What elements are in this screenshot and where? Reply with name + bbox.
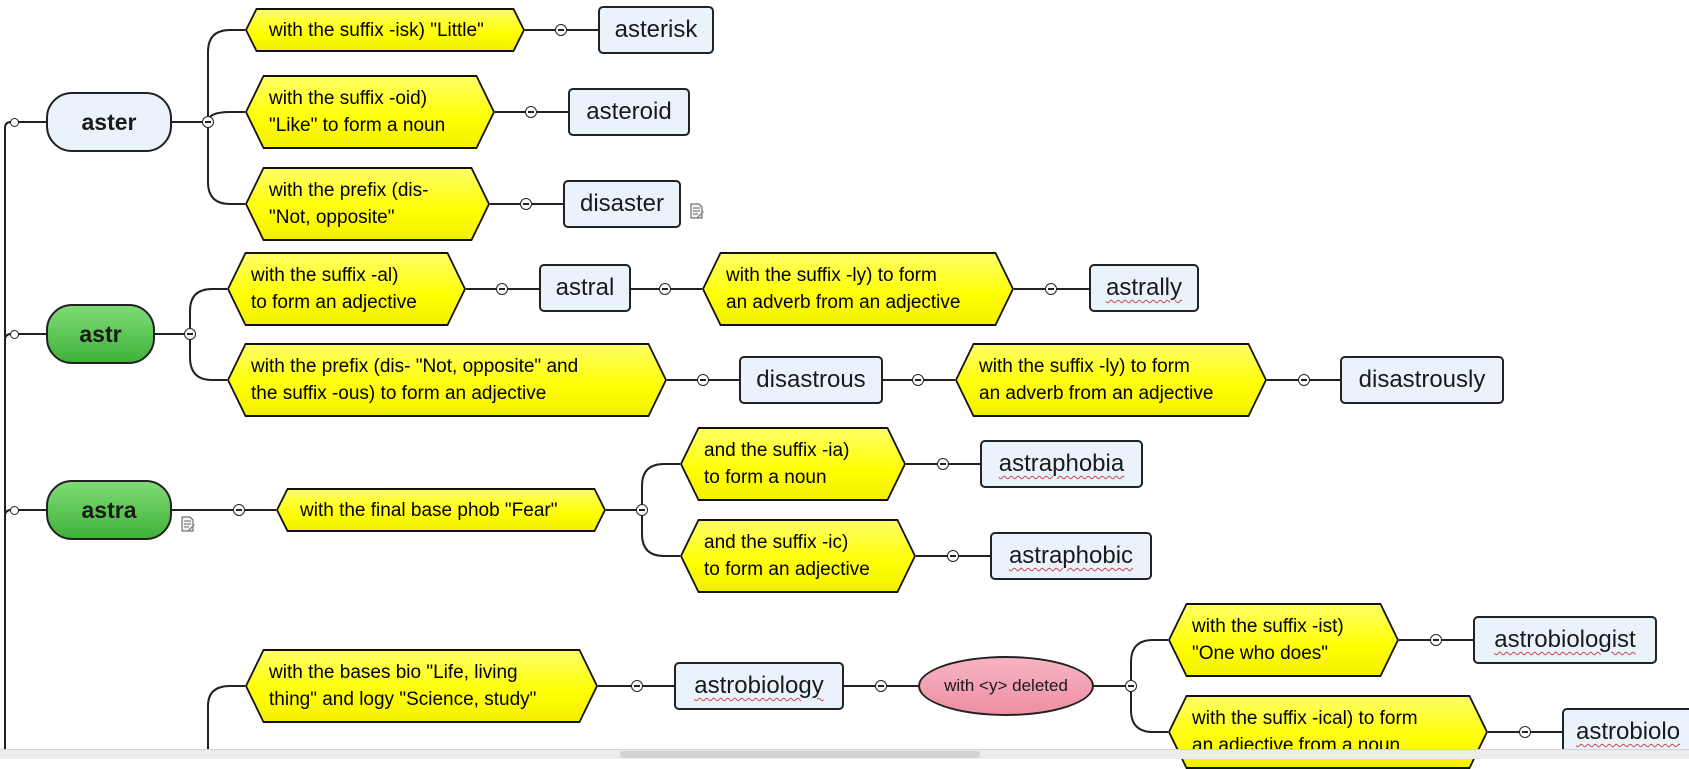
operation-label: with <y> deleted xyxy=(944,676,1068,695)
word-label: astraphobia xyxy=(998,450,1125,477)
branch-base-phob[interactable]: with the final base phob "Fear" xyxy=(276,488,606,532)
word-label: astraphobic xyxy=(1008,542,1134,569)
word-asterisk[interactable]: asterisk xyxy=(598,6,714,54)
word-label: astrally xyxy=(1105,274,1183,301)
word-label: astral xyxy=(555,274,615,301)
collapse-toggle-icon[interactable] xyxy=(520,198,532,210)
word-label: astrobiology xyxy=(694,672,824,699)
collapse-toggle-icon[interactable] xyxy=(496,283,508,295)
branch-label: with the suffix -ly) to form an adverb f… xyxy=(726,265,961,313)
connector-dot-icon xyxy=(10,118,19,127)
root-label: aster xyxy=(81,108,137,135)
branch-suffix-ia[interactable]: and the suffix -ia) to form a noun xyxy=(680,427,906,501)
branch-label: and the suffix -ia) to form a noun xyxy=(704,440,850,488)
word-astrobiology[interactable]: astrobiology xyxy=(674,662,844,710)
note-icon[interactable] xyxy=(180,516,196,532)
word-disastrously[interactable]: disastrously xyxy=(1340,356,1504,404)
collapse-toggle-icon[interactable] xyxy=(1125,680,1137,692)
word-label: asterisk xyxy=(614,16,698,43)
branch-suffix-ly-disastrously[interactable]: with the suffix -ly) to form an adverb f… xyxy=(955,343,1267,417)
connector-dot-icon xyxy=(10,330,19,339)
collapse-toggle-icon[interactable] xyxy=(202,116,214,128)
branch-label: with the suffix -al) to form an adjectiv… xyxy=(251,265,417,313)
branch-label: with the suffix -oid) "Like" to form a n… xyxy=(269,88,446,136)
collapse-toggle-icon[interactable] xyxy=(937,458,949,470)
branch-label: with the prefix (dis- "Not, opposite" an… xyxy=(251,356,579,404)
collapse-toggle-icon[interactable] xyxy=(631,680,643,692)
collapse-toggle-icon[interactable] xyxy=(233,504,245,516)
collapse-toggle-icon[interactable] xyxy=(1519,726,1531,738)
collapse-toggle-icon[interactable] xyxy=(1298,374,1310,386)
branch-label: with the final base phob "Fear" xyxy=(300,499,558,521)
root-label: astr xyxy=(79,320,122,347)
collapse-toggle-icon[interactable] xyxy=(184,328,196,340)
word-astral[interactable]: astral xyxy=(539,264,631,312)
branch-label: with the suffix -ical) to form an adject… xyxy=(1192,708,1418,756)
operation-y-deleted[interactable]: with <y> deleted xyxy=(918,656,1094,716)
word-disaster[interactable]: disaster xyxy=(563,180,681,228)
collapse-toggle-icon[interactable] xyxy=(912,374,924,386)
word-label: astrobiolo xyxy=(1576,718,1681,745)
word-label: disastrous xyxy=(756,366,866,393)
branch-bases-bio-logy[interactable]: with the bases bio "Life, living thing" … xyxy=(245,649,598,723)
branch-suffix-al[interactable]: with the suffix -al) to form an adjectiv… xyxy=(227,252,466,326)
word-astrobiologist[interactable]: astrobiologist xyxy=(1473,616,1657,664)
scrollbar-thumb[interactable] xyxy=(620,751,980,758)
word-astrally[interactable]: astrally xyxy=(1089,264,1199,312)
branch-suffix-ic[interactable]: and the suffix -ic) to form an adjective xyxy=(680,519,916,593)
branch-suffix-oid[interactable]: with the suffix -oid) "Like" to form a n… xyxy=(245,75,495,149)
word-disastrous[interactable]: disastrous xyxy=(739,356,883,404)
word-astraphobic[interactable]: astraphobic xyxy=(990,532,1152,580)
branch-label: with the suffix -ly) to form an adverb f… xyxy=(979,356,1214,404)
branch-prefix-dis-suffix-ous[interactable]: with the prefix (dis- "Not, opposite" an… xyxy=(227,343,667,417)
branch-prefix-dis[interactable]: with the prefix (dis- "Not, opposite" xyxy=(245,167,490,241)
note-icon[interactable] xyxy=(689,203,705,219)
collapse-toggle-icon[interactable] xyxy=(636,504,648,516)
word-label: asteroid xyxy=(586,98,672,125)
branch-suffix-ist[interactable]: with the suffix -ist) "One who does" xyxy=(1168,603,1399,677)
root-node-astr[interactable]: astr xyxy=(46,304,155,364)
collapse-toggle-icon[interactable] xyxy=(659,283,671,295)
branch-label: with the suffix -isk) "Little" xyxy=(269,19,484,41)
word-label: disaster xyxy=(579,190,665,217)
branch-suffix-ly-astrally[interactable]: with the suffix -ly) to form an adverb f… xyxy=(702,252,1014,326)
collapse-toggle-icon[interactable] xyxy=(875,680,887,692)
word-label: astrobiologist xyxy=(1494,626,1636,653)
collapse-toggle-icon[interactable] xyxy=(1430,634,1442,646)
collapse-toggle-icon[interactable] xyxy=(947,550,959,562)
branch-label: with the suffix -ist) "One who does" xyxy=(1192,616,1344,664)
word-astraphobia[interactable]: astraphobia xyxy=(980,440,1143,488)
horizontal-scrollbar[interactable] xyxy=(0,749,1689,759)
branch-label: with the bases bio "Life, living thing" … xyxy=(269,662,537,710)
branch-label: and the suffix -ic) to form an adjective xyxy=(704,532,870,580)
collapse-toggle-icon[interactable] xyxy=(525,106,537,118)
word-asteroid[interactable]: asteroid xyxy=(568,88,690,136)
word-label: disastrously xyxy=(1358,366,1486,393)
root-label: astra xyxy=(81,496,137,523)
connector-dot-icon xyxy=(10,506,19,515)
collapse-toggle-icon[interactable] xyxy=(1045,283,1057,295)
branch-label: with the prefix (dis- "Not, opposite" xyxy=(269,180,429,228)
collapse-toggle-icon[interactable] xyxy=(555,24,567,36)
branch-suffix-isk[interactable]: with the suffix -isk) "Little" xyxy=(245,8,525,52)
root-node-astra[interactable]: astra xyxy=(46,480,172,540)
collapse-toggle-icon[interactable] xyxy=(697,374,709,386)
root-node-aster[interactable]: aster xyxy=(46,92,172,152)
